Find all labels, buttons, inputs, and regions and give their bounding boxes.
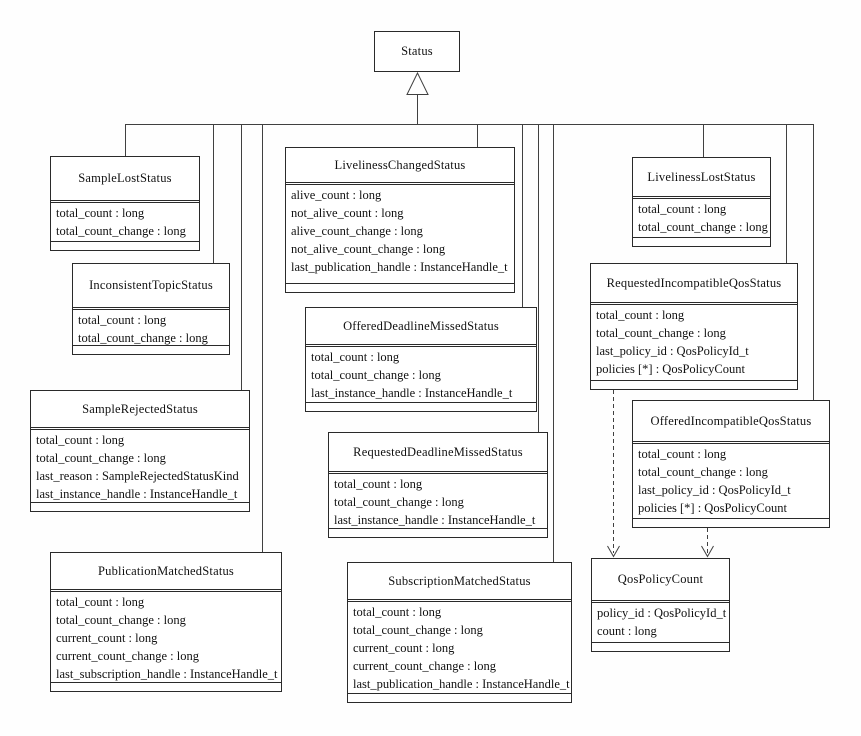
attributes-compartment: alive_count : long not_alive_count : lon… xyxy=(286,184,514,283)
class-name: OfferedDeadlineMissedStatus xyxy=(306,308,536,345)
class-attribute: total_count_change : long xyxy=(56,224,186,238)
class-name: SampleLostStatus xyxy=(51,157,199,201)
class-attribute: last_policy_id : QosPolicyId_t xyxy=(638,483,791,497)
dependency-arrowhead-icon xyxy=(607,545,620,558)
attributes-compartment: total_count : long total_count_change : … xyxy=(51,202,199,241)
class-attribute: current_count_change : long xyxy=(56,649,200,663)
class-attribute: policies [*] : QosPolicyCount xyxy=(638,501,787,515)
class-attribute: last_instance_handle : InstanceHandle_t xyxy=(334,513,536,527)
attributes-compartment: total_count : long total_count_change : … xyxy=(633,443,829,518)
class-attribute: total_count : long xyxy=(56,595,145,609)
class-attribute: current_count : long xyxy=(56,631,158,645)
class-attribute: total_count : long xyxy=(78,313,167,327)
operations-compartment xyxy=(591,380,797,389)
attributes-compartment: total_count : long total_count_change : … xyxy=(348,601,571,693)
class-attribute: total_count_change : long xyxy=(56,613,186,627)
operations-compartment xyxy=(592,642,729,651)
class-name: QosPolicyCount xyxy=(592,559,729,601)
class-attribute: total_count : long xyxy=(56,206,145,220)
operations-compartment xyxy=(633,237,770,246)
operations-compartment xyxy=(348,693,571,702)
inheritance-triangle-icon xyxy=(406,71,429,95)
class-attribute: total_count : long xyxy=(638,202,727,216)
attributes-compartment: total_count : long total_count_change : … xyxy=(306,346,536,402)
class-attribute: total_count : long xyxy=(311,350,400,364)
class-liveliness-changed-status: LivelinessChangedStatus alive_count : lo… xyxy=(285,147,515,293)
class-name: OfferedIncompatibleQosStatus xyxy=(633,401,829,442)
operations-compartment xyxy=(51,682,281,691)
class-attribute: total_count_change : long xyxy=(334,495,464,509)
class-name: LivelinessLostStatus xyxy=(633,158,770,197)
class-attribute: total_count_change : long xyxy=(36,451,166,465)
attributes-compartment: total_count : long total_count_change : … xyxy=(329,473,547,528)
class-attribute: total_count_change : long xyxy=(638,220,768,234)
class-attribute: not_alive_count_change : long xyxy=(291,242,446,256)
operations-compartment xyxy=(51,241,199,250)
class-publication-matched-status: PublicationMatchedStatus total_count : l… xyxy=(50,552,282,692)
class-attribute: last_subscription_handle : InstanceHandl… xyxy=(56,667,278,681)
class-attribute: current_count_change : long xyxy=(353,659,497,673)
class-name: RequestedDeadlineMissedStatus xyxy=(329,433,547,472)
class-attribute: last_instance_handle : InstanceHandle_t xyxy=(36,487,238,501)
class-attribute: current_count : long xyxy=(353,641,455,655)
class-attribute: last_publication_handle : InstanceHandle… xyxy=(291,260,508,274)
class-attribute: total_count : long xyxy=(353,605,442,619)
class-attribute: last_publication_handle : InstanceHandle… xyxy=(353,677,570,691)
class-name: SampleRejectedStatus xyxy=(31,391,249,428)
class-offered-incompatible-qos-status: OfferedIncompatibleQosStatus total_count… xyxy=(632,400,830,528)
class-name: RequestedIncompatibleQosStatus xyxy=(591,264,797,303)
class-attribute: total_count_change : long xyxy=(311,368,441,382)
attributes-compartment: total_count : long total_count_change : … xyxy=(31,429,249,502)
class-attribute: total_count_change : long xyxy=(353,623,483,637)
class-attribute: policies [*] : QosPolicyCount xyxy=(596,362,745,376)
class-attribute: total_count : long xyxy=(596,308,685,322)
class-attribute: alive_count_change : long xyxy=(291,224,423,238)
class-liveliness-lost-status: LivelinessLostStatus total_count : long … xyxy=(632,157,771,247)
class-attribute: alive_count : long xyxy=(291,188,382,202)
class-requested-deadline-missed-status: RequestedDeadlineMissedStatus total_coun… xyxy=(328,432,548,538)
attributes-compartment: policy_id : QosPolicyId_t count : long xyxy=(592,602,729,642)
class-attribute: last_reason : SampleRejectedStatusKind xyxy=(36,469,239,483)
dependency-arrowhead-icon xyxy=(701,545,714,558)
operations-compartment xyxy=(31,502,249,511)
class-attribute: last_instance_handle : InstanceHandle_t xyxy=(311,386,513,400)
class-name: PublicationMatchedStatus xyxy=(51,553,281,590)
class-name: InconsistentTopicStatus xyxy=(73,264,229,308)
class-attribute: total_count : long xyxy=(36,433,125,447)
class-attribute: total_count : long xyxy=(638,447,727,461)
class-offered-deadline-missed-status: OfferedDeadlineMissedStatus total_count … xyxy=(305,307,537,412)
class-name: SubscriptionMatchedStatus xyxy=(348,563,571,600)
class-attribute: count : long xyxy=(597,624,657,638)
class-name: Status xyxy=(401,44,433,58)
class-attribute: not_alive_count : long xyxy=(291,206,404,220)
class-attribute: total_count_change : long xyxy=(638,465,768,479)
class-subscription-matched-status: SubscriptionMatchedStatus total_count : … xyxy=(347,562,572,703)
class-attribute: total_count_change : long xyxy=(596,326,726,340)
class-sample-rejected-status: SampleRejectedStatus total_count : long … xyxy=(30,390,250,512)
class-attribute: last_policy_id : QosPolicyId_t xyxy=(596,344,749,358)
operations-compartment xyxy=(329,528,547,537)
attributes-compartment: total_count : long total_count_change : … xyxy=(73,309,229,345)
class-status: Status xyxy=(374,31,460,72)
attributes-compartment: total_count : long total_count_change : … xyxy=(51,591,281,682)
operations-compartment xyxy=(286,283,514,292)
class-attribute: total_count_change : long xyxy=(78,331,208,345)
operations-compartment xyxy=(306,402,536,411)
class-qos-policy-count: QosPolicyCount policy_id : QosPolicyId_t… xyxy=(591,558,730,652)
class-attribute: total_count : long xyxy=(334,477,423,491)
attributes-compartment: total_count : long total_count_change : … xyxy=(591,304,797,380)
operations-compartment xyxy=(73,345,229,354)
class-name: LivelinessChangedStatus xyxy=(286,148,514,183)
class-attribute: policy_id : QosPolicyId_t xyxy=(597,606,727,620)
class-sample-lost-status: SampleLostStatus total_count : long tota… xyxy=(50,156,200,251)
class-inconsistent-topic-status: InconsistentTopicStatus total_count : lo… xyxy=(72,263,230,355)
attributes-compartment: total_count : long total_count_change : … xyxy=(633,198,770,237)
class-requested-incompatible-qos-status: RequestedIncompatibleQosStatus total_cou… xyxy=(590,263,798,390)
operations-compartment xyxy=(633,518,829,527)
